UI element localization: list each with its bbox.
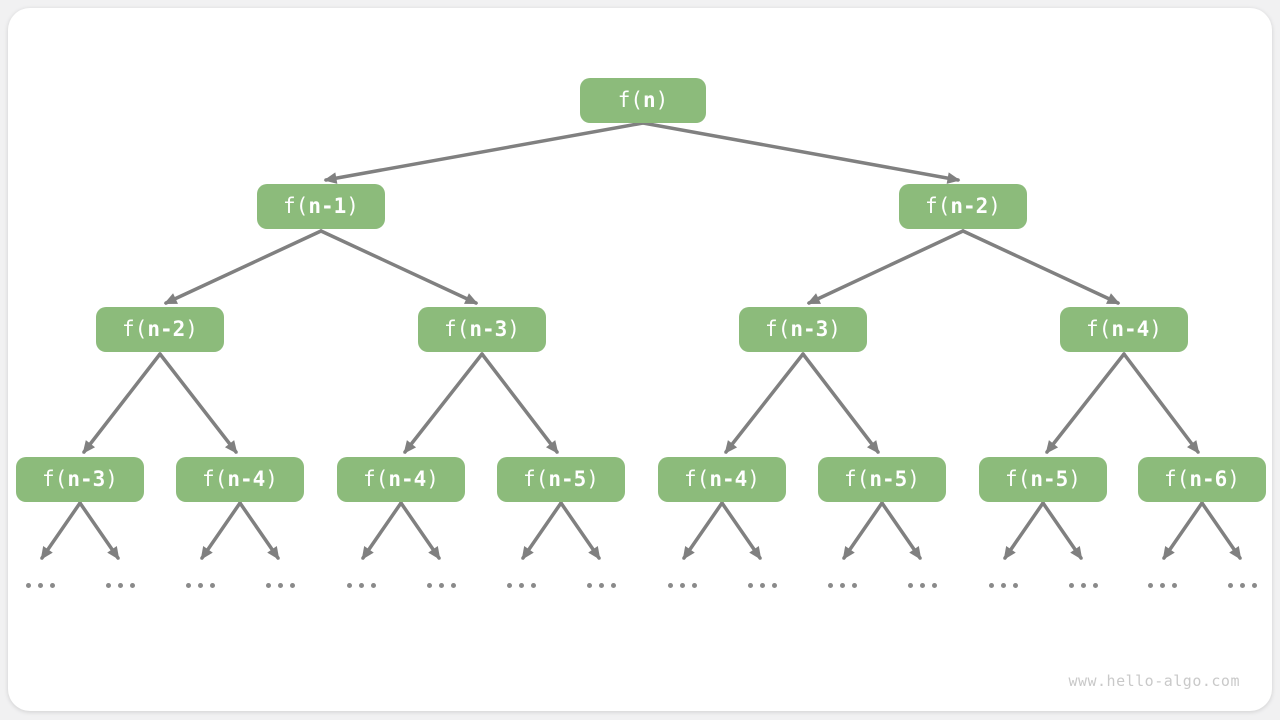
ellipsis	[587, 581, 616, 589]
node-label-suf: )	[1149, 317, 1162, 341]
node-label-arg: n-3	[790, 317, 829, 341]
node-label-suf: )	[907, 467, 920, 491]
tree-node: f(n)	[580, 78, 706, 123]
ellipsis	[26, 581, 55, 589]
tree-node: f(n-5)	[497, 457, 625, 502]
ellipsis	[989, 581, 1018, 589]
node-label-pre: f(	[202, 467, 228, 491]
node-label-suf: )	[265, 467, 278, 491]
ellipsis	[347, 581, 376, 589]
node-label-suf: )	[507, 317, 520, 341]
node-label-pre: f(	[444, 317, 470, 341]
node-label-arg: n-5	[548, 467, 587, 491]
node-label-arg: n-4	[227, 467, 266, 491]
watermark: www.hello-algo.com	[1068, 672, 1240, 690]
tree-node: f(n-2)	[96, 307, 224, 352]
tree-node: f(n-4)	[1060, 307, 1188, 352]
node-label-suf: )	[747, 467, 760, 491]
node-label-suf: )	[105, 467, 118, 491]
node-label-suf: )	[185, 317, 198, 341]
tree-node: f(n-4)	[658, 457, 786, 502]
node-label-suf: )	[1068, 467, 1081, 491]
tree-node: f(n-3)	[739, 307, 867, 352]
node-label-arg: n-2	[950, 194, 989, 218]
node-label-arg: n-5	[869, 467, 908, 491]
node-label-arg: n	[642, 88, 656, 112]
node-label-arg: n-1	[308, 194, 347, 218]
node-label-arg: n-3	[469, 317, 508, 341]
tree-node: f(n-6)	[1138, 457, 1266, 502]
node-label-arg: n-4	[1111, 317, 1150, 341]
node-label-suf: )	[586, 467, 599, 491]
node-label-arg: n-4	[388, 467, 427, 491]
ellipsis	[1228, 581, 1257, 589]
ellipsis	[186, 581, 215, 589]
tree-node: f(n-2)	[899, 184, 1027, 229]
node-label-pre: f(	[684, 467, 710, 491]
node-label-pre: f(	[42, 467, 68, 491]
ellipsis	[106, 581, 135, 589]
node-label-pre: f(	[523, 467, 549, 491]
node-label-pre: f(	[1005, 467, 1031, 491]
node-label-arg: n-3	[67, 467, 106, 491]
ellipsis	[507, 581, 536, 589]
ellipsis	[1148, 581, 1177, 589]
node-label-arg: n-2	[147, 317, 186, 341]
ellipsis	[427, 581, 456, 589]
tree-node: f(n-5)	[979, 457, 1107, 502]
node-label-pre: f(	[122, 317, 148, 341]
node-label-suf: )	[346, 194, 359, 218]
node-label-suf: )	[655, 88, 669, 112]
node-label-suf: )	[1227, 467, 1240, 491]
ellipsis	[908, 581, 937, 589]
node-label-pre: f(	[283, 194, 309, 218]
node-label-pre: f(	[1164, 467, 1190, 491]
tree-node: f(n-4)	[176, 457, 304, 502]
tree-node: f(n-1)	[257, 184, 385, 229]
ellipsis	[668, 581, 697, 589]
node-label-pre: f(	[1086, 317, 1112, 341]
ellipsis	[828, 581, 857, 589]
node-label-suf: )	[426, 467, 439, 491]
node-label-pre: f(	[363, 467, 389, 491]
ellipsis	[748, 581, 777, 589]
node-label-suf: )	[988, 194, 1001, 218]
tree-node: f(n-4)	[337, 457, 465, 502]
node-label-suf: )	[828, 317, 841, 341]
node-label-pre: f(	[925, 194, 951, 218]
node-label-pre: f(	[617, 88, 643, 112]
tree-node: f(n-3)	[16, 457, 144, 502]
ellipsis	[266, 581, 295, 589]
tree-node: f(n-5)	[818, 457, 946, 502]
node-label-pre: f(	[844, 467, 870, 491]
node-label-arg: n-5	[1030, 467, 1069, 491]
node-label-pre: f(	[765, 317, 791, 341]
ellipsis	[1069, 581, 1098, 589]
node-label-arg: n-4	[709, 467, 748, 491]
tree-node: f(n-3)	[418, 307, 546, 352]
node-label-arg: n-6	[1189, 467, 1228, 491]
